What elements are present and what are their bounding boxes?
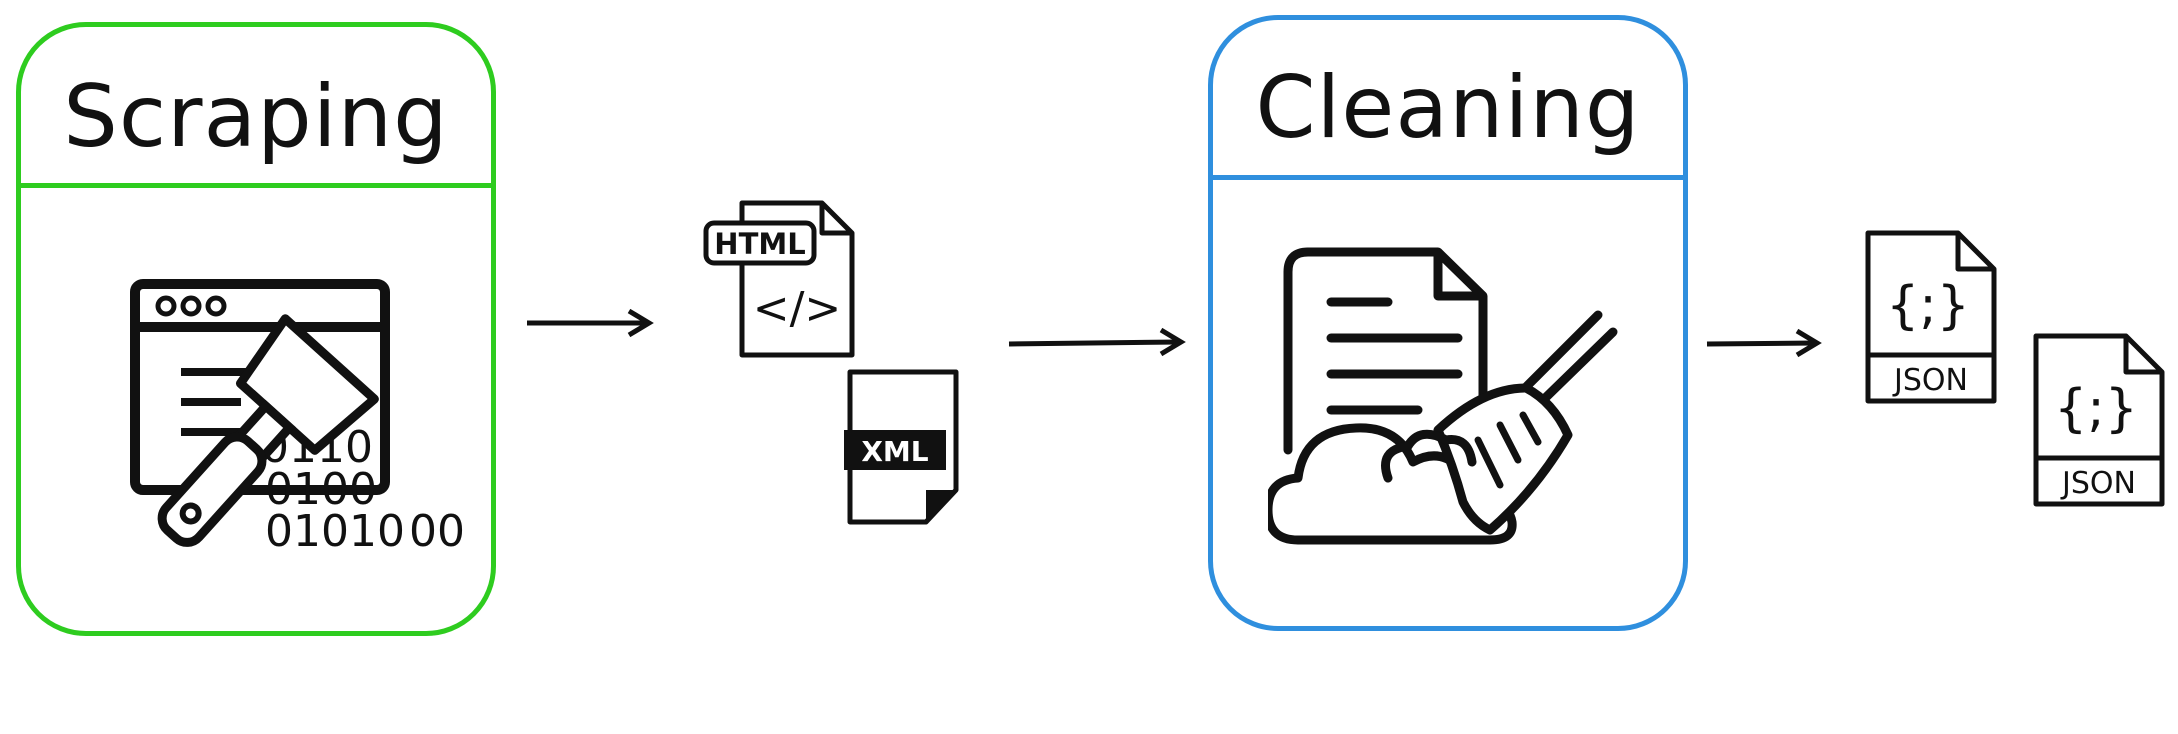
json-label: JSON <box>2060 466 2136 501</box>
cleaning-title: Cleaning <box>1255 58 1641 158</box>
web-scraper-icon: 0110 0100 01010 00 <box>130 279 465 557</box>
cleaning-stage-box: Cleaning <box>1208 15 1688 631</box>
arrow-scraping-to-files <box>527 308 654 338</box>
binary-line-2: 0100 <box>265 464 377 515</box>
xml-label: XML <box>861 435 928 468</box>
binary-line-3: 01010 <box>265 506 405 557</box>
xml-file-icon: XML <box>844 369 959 525</box>
cleaning-divider <box>1213 175 1683 180</box>
arrow-files-to-cleaning <box>1008 327 1186 357</box>
html-code-glyph: </> <box>753 283 842 334</box>
json-file-icon: {;} JSON <box>2033 333 2165 507</box>
json-glyph: {;} <box>1886 276 1970 336</box>
arrow-cleaning-to-json <box>1706 328 1822 358</box>
html-file-icon: HTML </> <box>703 200 855 358</box>
scraping-title: Scraping <box>63 67 449 167</box>
html-label: HTML <box>714 227 805 261</box>
json-glyph: {;} <box>2054 379 2138 439</box>
scraping-stage-box: Scraping 0110 0100 01010 00 <box>16 22 496 636</box>
json-label: JSON <box>1892 363 1968 398</box>
scraping-divider <box>21 183 491 188</box>
json-file-icon: {;} JSON <box>1865 230 1997 404</box>
binary-line-4: 00 <box>409 506 465 557</box>
document-broom-cleaning-icon <box>1268 247 1618 545</box>
